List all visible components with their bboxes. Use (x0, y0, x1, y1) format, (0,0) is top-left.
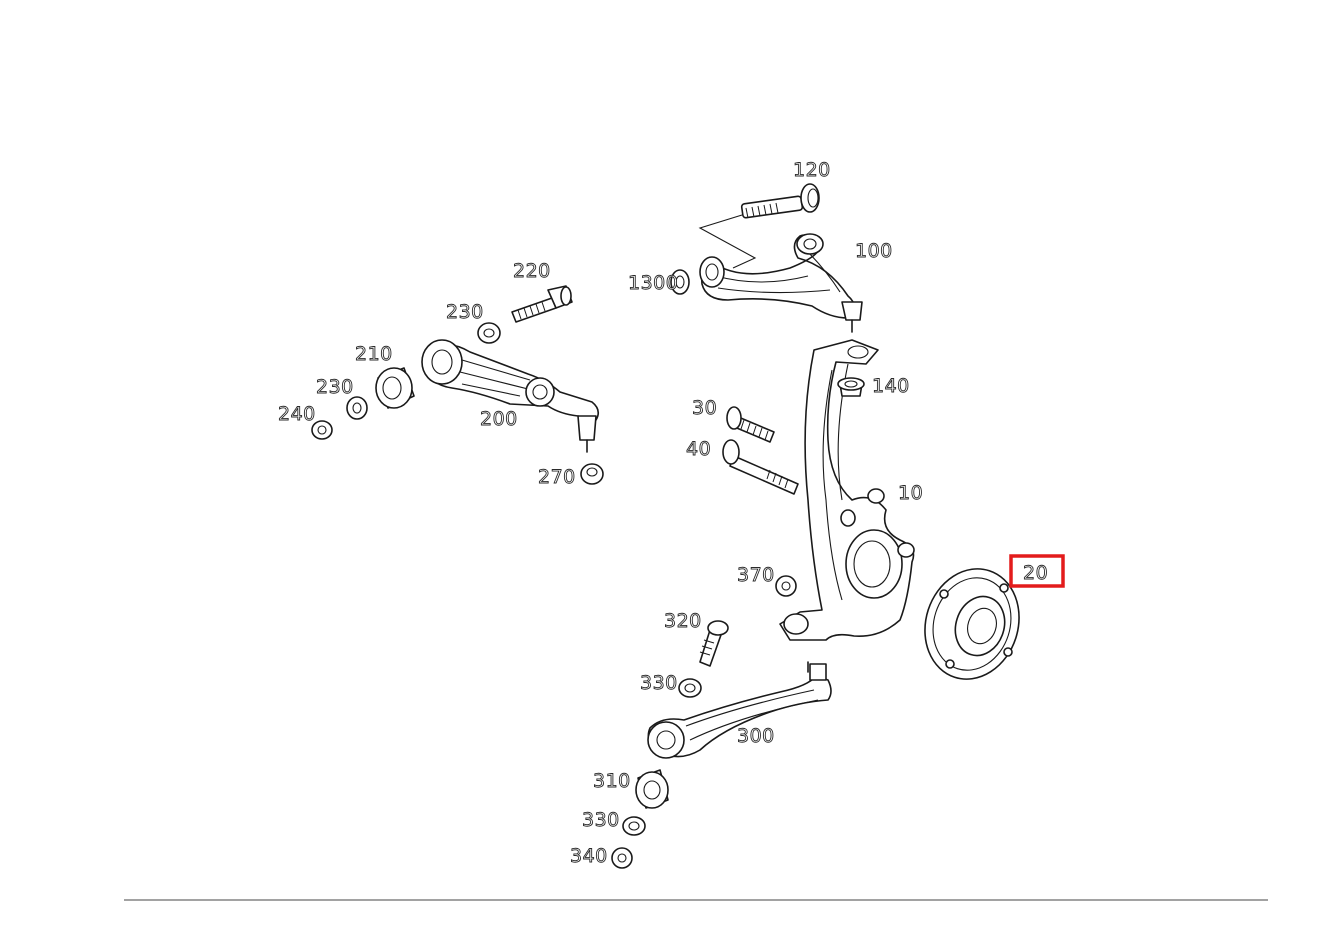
bolt-320[interactable] (699, 620, 729, 667)
washer-330-upper[interactable] (678, 678, 702, 698)
callout-20[interactable]: 20 (1023, 562, 1049, 585)
nut-340[interactable] (611, 847, 633, 869)
bolt-220[interactable] (511, 285, 573, 323)
callout-140[interactable]: 140 (872, 375, 910, 398)
bushing-140[interactable] (837, 377, 865, 397)
callout-330-upper[interactable]: 330 (640, 672, 678, 695)
callout-230-upper[interactable]: 230 (446, 301, 484, 324)
bushing-310[interactable] (635, 769, 669, 809)
washer-230-upper[interactable] (477, 322, 501, 344)
nut-270[interactable] (580, 463, 604, 485)
bushing-210[interactable] (375, 367, 415, 409)
washer-230-lower[interactable] (346, 396, 368, 420)
callout-310[interactable]: 310 (593, 770, 631, 793)
callout-1300[interactable]: 1300 (628, 272, 679, 295)
nut-240[interactable] (311, 420, 333, 440)
lower-rear-arm-300[interactable] (647, 661, 832, 759)
bolt-40[interactable] (722, 439, 799, 495)
nut-370[interactable] (775, 575, 797, 597)
callout-10[interactable]: 10 (898, 482, 924, 505)
callout-120[interactable]: 120 (793, 159, 831, 182)
callout-300[interactable]: 300 (737, 725, 775, 748)
wheel-hub-20[interactable] (911, 557, 1033, 692)
callout-100[interactable]: 100 (855, 240, 893, 263)
lower-front-arm-200[interactable] (421, 339, 600, 453)
leader-line (698, 214, 757, 269)
callout-270[interactable]: 270 (538, 466, 576, 489)
highlight-box (1009, 554, 1065, 588)
callout-240[interactable]: 240 (278, 403, 316, 426)
callout-40[interactable]: 40 (686, 438, 712, 461)
callout-220[interactable]: 220 (513, 260, 551, 283)
callout-370[interactable]: 370 (737, 564, 775, 587)
callout-330-lower[interactable]: 330 (582, 809, 620, 832)
washer-330-lower[interactable] (622, 816, 646, 836)
bolt-120[interactable] (740, 183, 820, 219)
callout-230-lower[interactable]: 230 (316, 376, 354, 399)
bolt-30[interactable] (726, 406, 775, 443)
nut-1300[interactable] (670, 269, 690, 295)
callout-30[interactable]: 30 (692, 397, 718, 420)
callout-200[interactable]: 200 (480, 408, 518, 431)
callout-210[interactable]: 210 (355, 343, 393, 366)
upper-control-arm-100[interactable] (699, 233, 863, 333)
callout-340[interactable]: 340 (570, 845, 608, 868)
callout-320[interactable]: 320 (664, 610, 702, 633)
